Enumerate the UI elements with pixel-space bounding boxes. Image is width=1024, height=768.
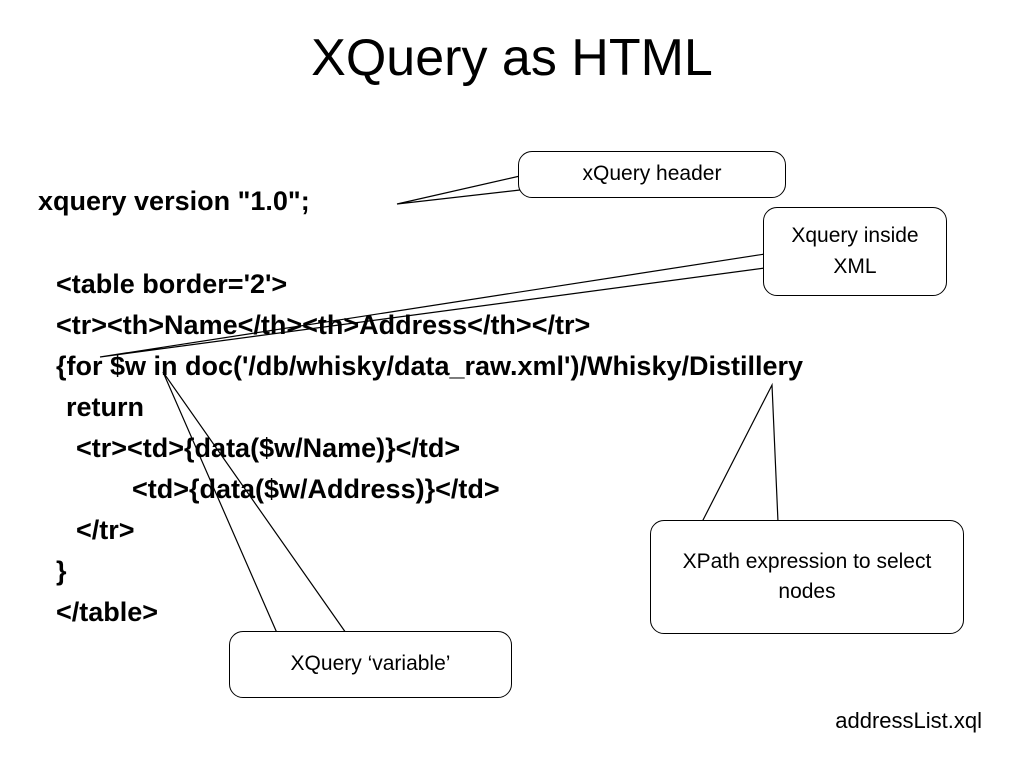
callout-xquery-inside-xml: Xquery inside XML (763, 207, 947, 296)
callout-xpath-expression: XPath expression to select nodes (650, 520, 964, 634)
callout-xquery-variable: XQuery ‘variable’ (229, 631, 512, 698)
leader-xpath (701, 382, 779, 523)
code-line-for-clause: {for $w in doc('/db/whisky/data_raw.xml'… (56, 351, 804, 381)
code-line-address-cell: <td>{data($w/Address)}</td> (132, 474, 500, 504)
leader-header (396, 175, 521, 205)
code-line-brace-close: } (56, 556, 67, 586)
code-line-header-row: <tr><th>Name</th><th>Address</th></tr> (56, 310, 591, 340)
code-line-return: return (66, 392, 145, 422)
code-line-table-close: </table> (56, 597, 159, 627)
code-line-name-cell: <tr><td>{data($w/Name)}</td> (76, 433, 461, 463)
callout-xquery-header: xQuery header (518, 151, 786, 198)
filename-label: addressList.xql (835, 708, 982, 733)
code-line-xquery-version: xquery version "1.0"; (38, 186, 310, 216)
code-line-table-open: <table border='2'> (56, 269, 288, 299)
code-line-tr-close: </tr> (76, 515, 135, 545)
slide-title: XQuery as HTML (311, 29, 713, 87)
